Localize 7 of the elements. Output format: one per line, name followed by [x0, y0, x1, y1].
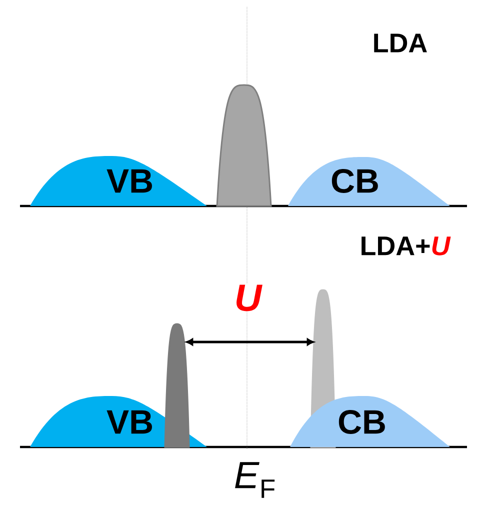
double-arrow [186, 338, 314, 346]
edge-label: U [233, 284, 263, 312]
panel-label: LDA+U [362, 236, 451, 256]
fermi-energy-label: E$_{F}$ [235, 462, 275, 498]
peak-shape [216, 84, 272, 207]
peak-shape [164, 323, 190, 448]
panel-label: LDA [374, 34, 427, 52]
